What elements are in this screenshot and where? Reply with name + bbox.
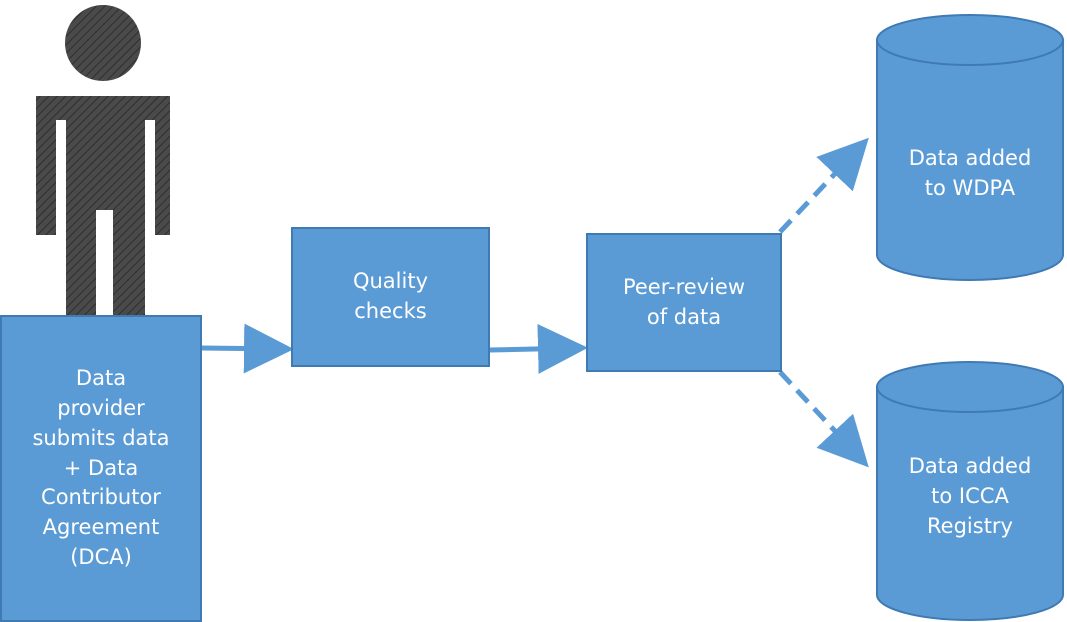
person-icon bbox=[36, 5, 170, 316]
arrow-review-to-wdpa bbox=[778, 137, 869, 234]
arrow-review-to-icca bbox=[778, 370, 869, 468]
wdpa-label: Data added to WDPA bbox=[908, 146, 1032, 200]
quality-checks-box: Quality checks bbox=[291, 227, 490, 367]
peer-review-box: Peer-review of data bbox=[586, 233, 782, 372]
peer-review-label: Peer-review of data bbox=[622, 274, 746, 329]
arrow-provider-to-quality bbox=[200, 323, 294, 374]
data-provider-label: Data provider submits data + Data Contri… bbox=[32, 366, 170, 570]
icca-database-cylinder bbox=[876, 361, 1064, 621]
quality-checks-label: Quality checks bbox=[352, 269, 429, 323]
data-provider-box: Data provider submits data + Data Contri… bbox=[0, 315, 202, 622]
icca-label: Data added to ICCA Registry bbox=[908, 454, 1032, 538]
wdpa-database-cylinder bbox=[876, 14, 1064, 281]
arrow-quality-to-review bbox=[489, 323, 588, 374]
